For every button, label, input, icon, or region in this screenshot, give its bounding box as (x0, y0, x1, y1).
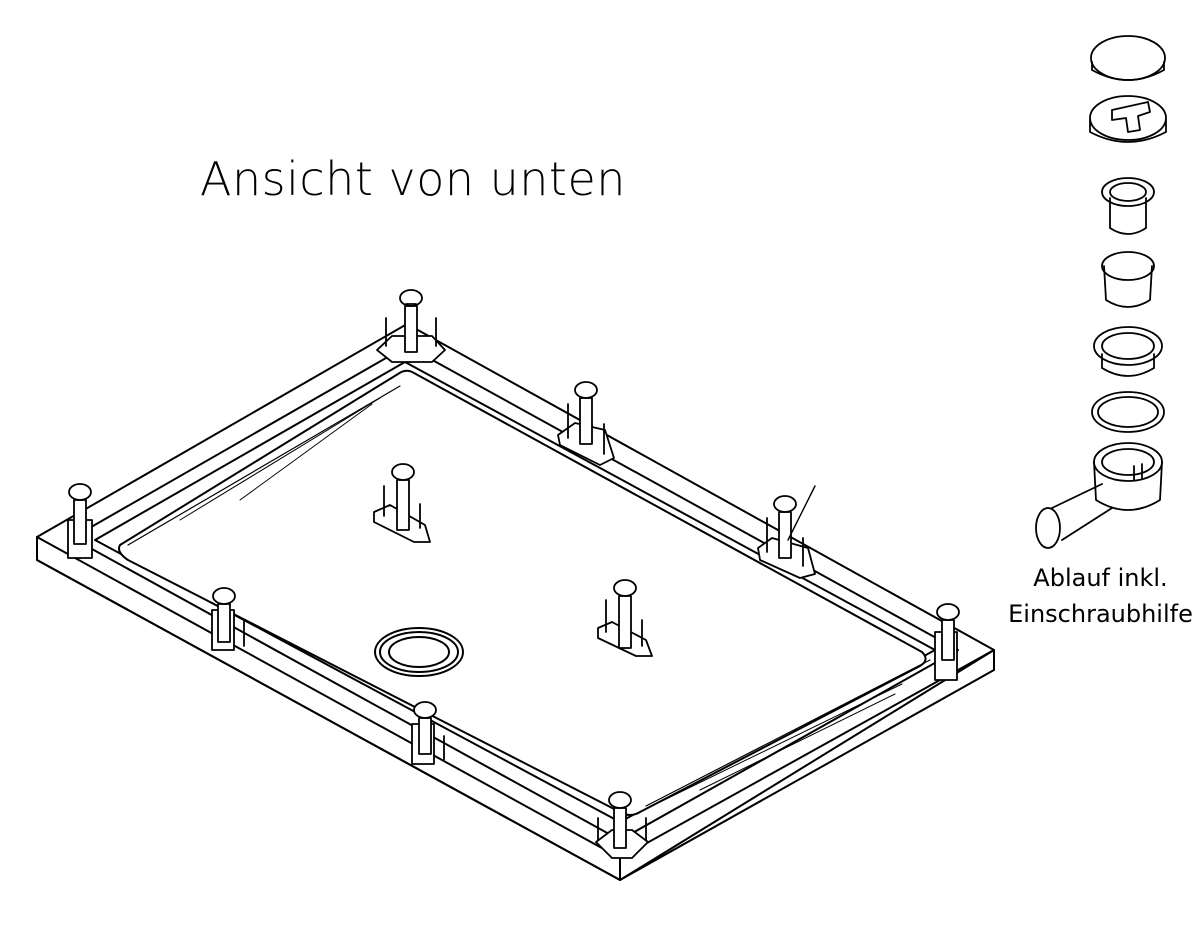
foot-right-corner (934, 603, 960, 681)
drain-parts-exploded (1035, 35, 1167, 549)
drain-label: Ablauf inkl. Einschraubhilfe (998, 560, 1200, 632)
foot-bottom-edge (411, 701, 445, 765)
sleeve-icon (1101, 177, 1155, 235)
flange-ring-icon (1093, 326, 1163, 377)
foot-bottom-corner (595, 791, 649, 859)
foot-upper-right (557, 381, 615, 466)
tray-frame (36, 323, 995, 881)
drain-cover-icon (1090, 35, 1166, 81)
dip-tube-icon (1101, 251, 1155, 308)
feet (67, 289, 960, 859)
screw-in-tool-icon (1089, 95, 1167, 143)
drain-body-icon (1035, 442, 1163, 549)
foot-left-corner (67, 483, 93, 559)
foot-right-edge (757, 485, 816, 579)
seal-ring-icon (1091, 391, 1165, 433)
drain-label-line2: Einschraubhilfe (1008, 600, 1193, 628)
drain-label-line1: Ablauf inkl. (1033, 564, 1168, 592)
foot-lower-left (211, 587, 245, 651)
foot-center-lower (597, 579, 653, 657)
foot-top-corner (376, 289, 446, 363)
page-title: Ansicht von unten (200, 152, 626, 206)
foot-center-upper (373, 463, 431, 543)
drain-hole (374, 627, 464, 677)
